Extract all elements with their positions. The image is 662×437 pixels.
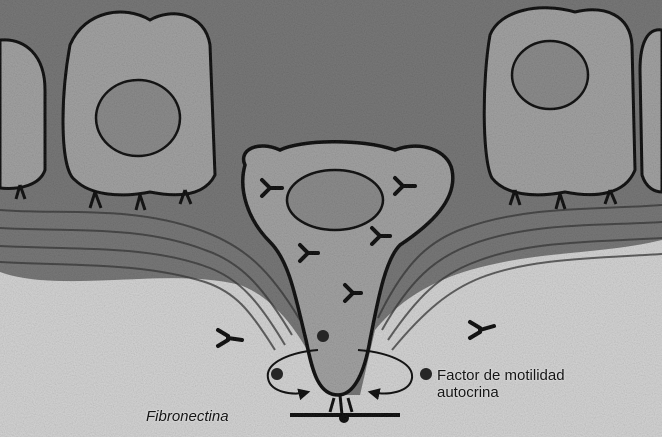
nucleus-left xyxy=(96,80,180,156)
motility-factor-label: Factor de motilidad autocrina xyxy=(437,367,565,401)
motility-factor-label-line1: Factor de motilidad xyxy=(437,367,565,384)
nucleus-invading xyxy=(287,170,383,230)
motility-factor-label-line2: autocrina xyxy=(437,384,565,401)
nucleus-right xyxy=(512,41,588,109)
cell-left-partial xyxy=(0,40,45,189)
fibronectin-node xyxy=(339,413,349,423)
fibronectin-label: Fibronectina xyxy=(146,408,229,425)
cell-right-partial xyxy=(640,30,662,192)
factor-dot-center xyxy=(317,330,329,342)
factor-dot-left xyxy=(271,368,283,380)
factor-dot-right xyxy=(420,368,432,380)
